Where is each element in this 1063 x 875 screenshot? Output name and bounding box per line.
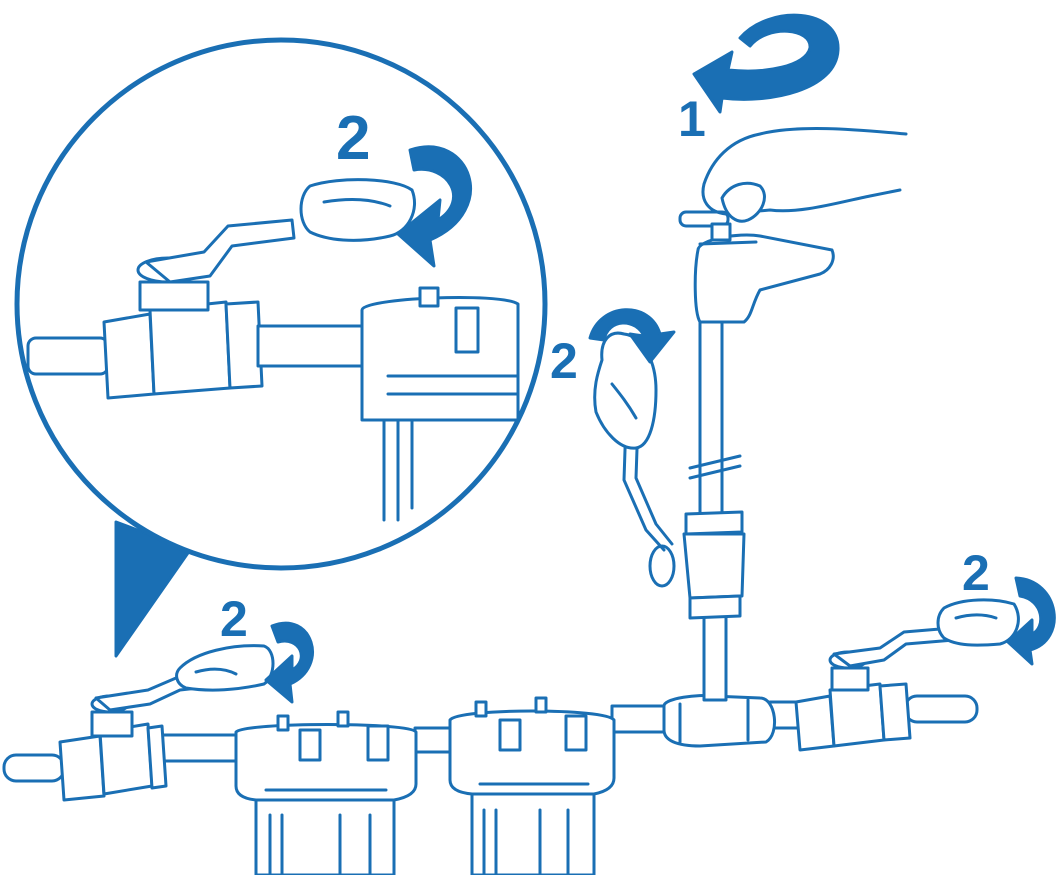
left-valve-hand (175, 644, 275, 692)
step-number-left-valve: 2 (220, 591, 248, 647)
step-number-faucet: 1 (678, 91, 706, 147)
left-valve-arrow-icon (264, 621, 314, 704)
clockwise-arrow-icon (396, 145, 472, 268)
step-number-zoom-valve: 2 (336, 104, 371, 173)
right-ball-valve (794, 626, 956, 752)
faucet-hand (701, 127, 908, 223)
tap-valve-arrow-icon (588, 308, 676, 364)
filter-housing-2 (448, 696, 616, 875)
step-number-tap-valve: 2 (550, 333, 578, 389)
faucet (678, 210, 835, 324)
faucet-riser (622, 316, 746, 620)
step-number-right-valve: 2 (962, 545, 990, 601)
right-valve-arrow-icon (1006, 576, 1056, 666)
zoom-detail (26, 178, 520, 522)
right-valve-hand (936, 598, 1020, 647)
main-pipe (2, 694, 979, 783)
tee-fitting (662, 610, 777, 748)
counter-clockwise-arrow-icon (692, 13, 840, 114)
filter-housing-1 (234, 710, 418, 875)
tap-valve-hand (593, 331, 658, 450)
